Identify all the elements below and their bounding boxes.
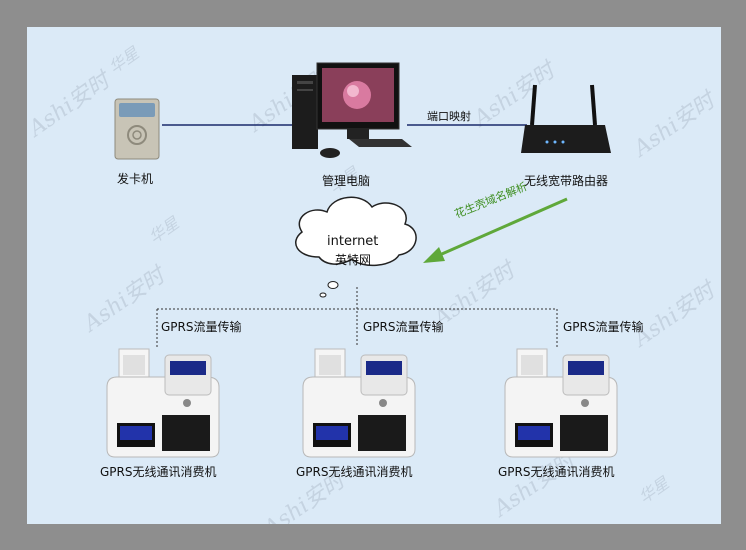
terminal-3-icon	[504, 348, 618, 458]
cloud-line1: internet	[327, 234, 379, 249]
terminal-label: GPRS无线通讯消费机	[296, 465, 413, 479]
terminal-2-icon	[302, 348, 416, 458]
management-pc-label: 管理电脑	[322, 174, 371, 188]
gprs-links	[156, 287, 558, 347]
internet-cloud-icon	[295, 196, 417, 298]
terminal-label: GPRS无线通讯消费机	[100, 465, 217, 479]
ddns-arrow	[423, 197, 568, 263]
router-label: 无线宽带路由器	[524, 174, 609, 188]
gprs-label: GPRS流量传输	[363, 320, 444, 334]
card-issuer-label: 发卡机	[117, 172, 154, 186]
diagram-graphics	[106, 62, 618, 458]
card-issuer-icon	[114, 98, 160, 160]
terminal-label: GPRS无线通讯消费机	[498, 465, 615, 479]
port-mapping-label: 端口映射	[427, 110, 471, 123]
gprs-label: GPRS流量传输	[161, 320, 242, 334]
gprs-label: GPRS流量传输	[563, 320, 644, 334]
router-icon	[521, 84, 611, 153]
cloud-line2: 英特网	[335, 253, 372, 267]
terminal-1-icon	[106, 348, 220, 458]
diagram-canvas: Ashi安时 Ashi安时 Ashi安时 Ashi安时 Ashi安时 Ashi安…	[27, 27, 721, 524]
management-pc-icon	[292, 62, 412, 158]
